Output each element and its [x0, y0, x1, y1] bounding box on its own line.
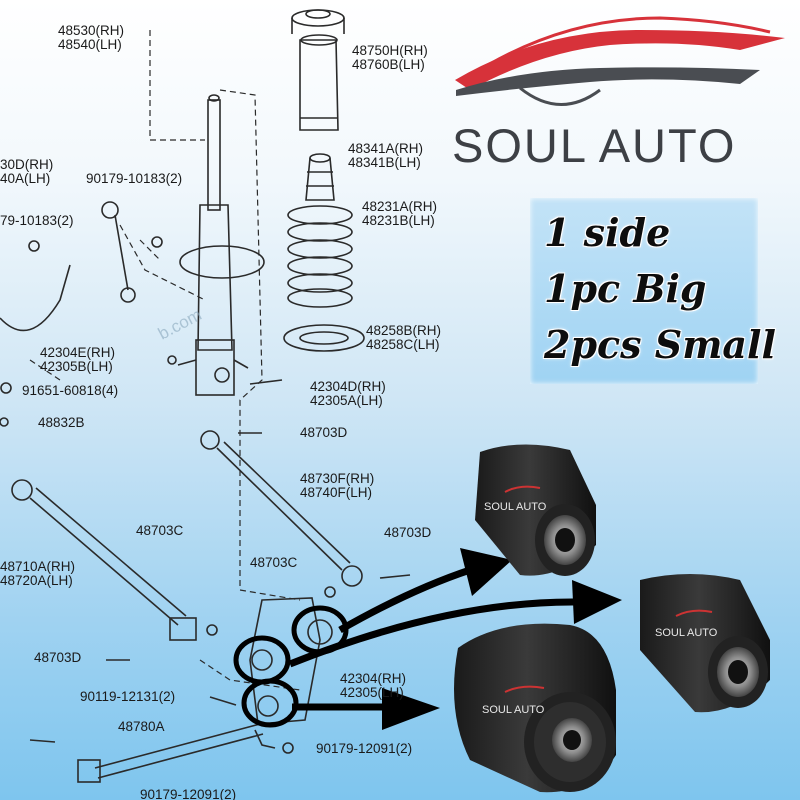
bushing-label: SOUL AUTO — [482, 704, 545, 716]
arrow-to-small-bushing-1 — [338, 566, 472, 634]
part-label-90179-10183: 90179-10183(2) — [86, 171, 183, 186]
upper-mount — [291, 9, 345, 34]
coil-spring — [287, 205, 353, 308]
part-label-42304d: 42304D(RH) 42305A(LH) — [310, 379, 386, 408]
part-label-42304: 42304(RH) 42305(LH) — [340, 671, 407, 700]
bushing-label: SOUL AUTO — [484, 501, 547, 513]
part-label-90119: 90119-12131(2) — [80, 689, 176, 704]
part-label-48780a: 48780A — [118, 719, 165, 734]
part-label-90179-12091-a: 90179-12091(2) — [316, 741, 413, 756]
part-label-48231: 48231A(RH) 48231B(LH) — [362, 199, 438, 228]
stabilizer-bar — [0, 264, 71, 332]
arrow-to-small-bushing-2 — [288, 598, 581, 668]
highlight-circle-middle — [233, 635, 291, 685]
lower-control-arm — [11, 479, 197, 641]
bolts — [0, 355, 411, 754]
watermark-text: b.com — [155, 305, 205, 344]
part-label-48341: 48341A(RH) 48341B(LH) — [348, 141, 424, 170]
part-label-48530: 48530(RH) 48540(LH) — [58, 23, 125, 52]
spec-line-side: 1 side — [544, 210, 671, 255]
part-label-48258: 48258B(RH) 48258C(LH) — [366, 323, 442, 352]
dust-boot — [299, 34, 339, 131]
part-label-48703d-c: 48703D — [34, 650, 82, 665]
part-label-90179-12091-b: 90179-12091(2) — [140, 787, 237, 800]
bushing-label: SOUL AUTO — [655, 627, 718, 639]
upper-control-arm — [200, 430, 363, 587]
spec-box: 1 side 1pc Big 2pcs Small — [530, 198, 776, 384]
part-label-79-10183: 79-10183(2) — [0, 213, 74, 228]
part-label-91651: 91651-60818(4) — [22, 383, 119, 398]
spec-line-big: 1pc Big — [544, 266, 707, 311]
brand-name: SOUL AUTO — [452, 119, 737, 172]
part-label-48730f: 48730F(RH) 48740F(LH) — [300, 471, 375, 500]
part-label-48703d-b: 48703D — [384, 525, 432, 540]
trailing-arm — [77, 723, 264, 783]
logo-swoosh — [455, 16, 785, 106]
big-bushing: SOUL AUTO — [454, 623, 616, 793]
spring-insulator — [283, 324, 365, 352]
part-label-48703c-b: 48703C — [250, 555, 298, 570]
stabilizer-link — [101, 201, 163, 303]
axle-carrier — [249, 597, 333, 749]
part-label-48832b: 48832B — [38, 415, 85, 430]
part-label-48703c-a: 48703C — [136, 523, 184, 538]
part-label-48750: 48750H(RH) 48760B(LH) — [352, 43, 428, 72]
spec-line-small: 2pcs Small — [544, 322, 776, 367]
highlight-circle-bottom — [241, 678, 299, 728]
small-bushing-2: SOUL AUTO — [640, 574, 770, 713]
part-label-48710a: 48710A(RH) 48720A(LH) — [0, 559, 76, 588]
spring-seat — [179, 245, 265, 279]
shock-absorber — [177, 94, 249, 396]
part-label-30d: 30D(RH) 40A(LH) — [0, 157, 54, 186]
small-bushing-1: SOUL AUTO — [475, 444, 596, 576]
part-label-48703d-a: 48703D — [300, 425, 348, 440]
part-label-42304e: 42304E(RH) 42305B(LH) — [40, 345, 116, 374]
bump-stop — [305, 153, 335, 201]
